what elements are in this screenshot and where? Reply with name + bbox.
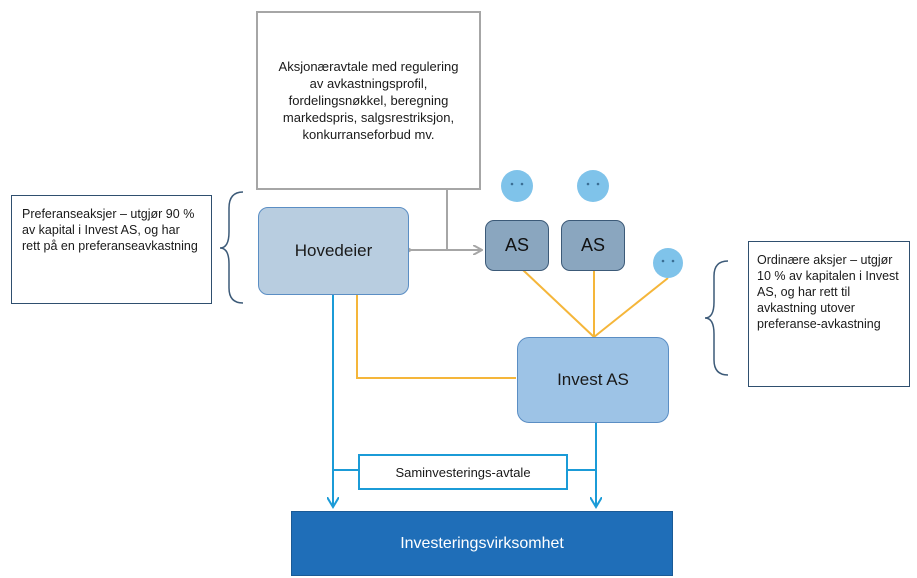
person-icon-3 (653, 248, 683, 278)
ordinary-shares-note: Ordinære aksjer – utgjør 10 % av kapital… (748, 241, 910, 387)
preference-shares-note: Preferanseaksjer – utgjør 90 % av kapita… (11, 195, 212, 304)
investment-business-box: Investeringsvirksomhet (291, 511, 673, 576)
invest-as-node: Invest AS (517, 337, 669, 423)
as-node-left: AS (485, 220, 549, 271)
person-icon-1 (501, 170, 533, 202)
coinvestment-agreement-label: Saminvesterings-avtale (395, 464, 531, 480)
as-right-label: AS (580, 235, 605, 255)
invest-as-label: Invest AS (557, 370, 629, 389)
as-left-label: AS (504, 235, 529, 255)
right-brace (704, 260, 729, 376)
person-icon-2 (577, 170, 609, 202)
ordinary-shares-text: Ordinære aksjer – utgjør 10 % av kapital… (757, 253, 899, 331)
left-brace (219, 191, 244, 304)
investment-arrows (333, 294, 596, 506)
hovedeier-node: Hovedeier (258, 207, 409, 295)
shareholder-agreement-text: Aksjonæravtale med regulering av avkastn… (278, 59, 459, 142)
as-node-right: AS (561, 220, 625, 271)
ownership-lines (356, 269, 669, 379)
investment-business-label: Investeringsvirksomhet (400, 534, 564, 552)
coinvestment-agreement-box: Saminvesterings-avtale (358, 454, 568, 490)
preference-shares-text: Preferanseaksjer – utgjør 90 % av kapita… (22, 207, 198, 253)
hovedeier-label: Hovedeier (294, 241, 373, 260)
shareholder-agreement-box: Aksjonæravtale med regulering av avkastn… (256, 11, 481, 190)
